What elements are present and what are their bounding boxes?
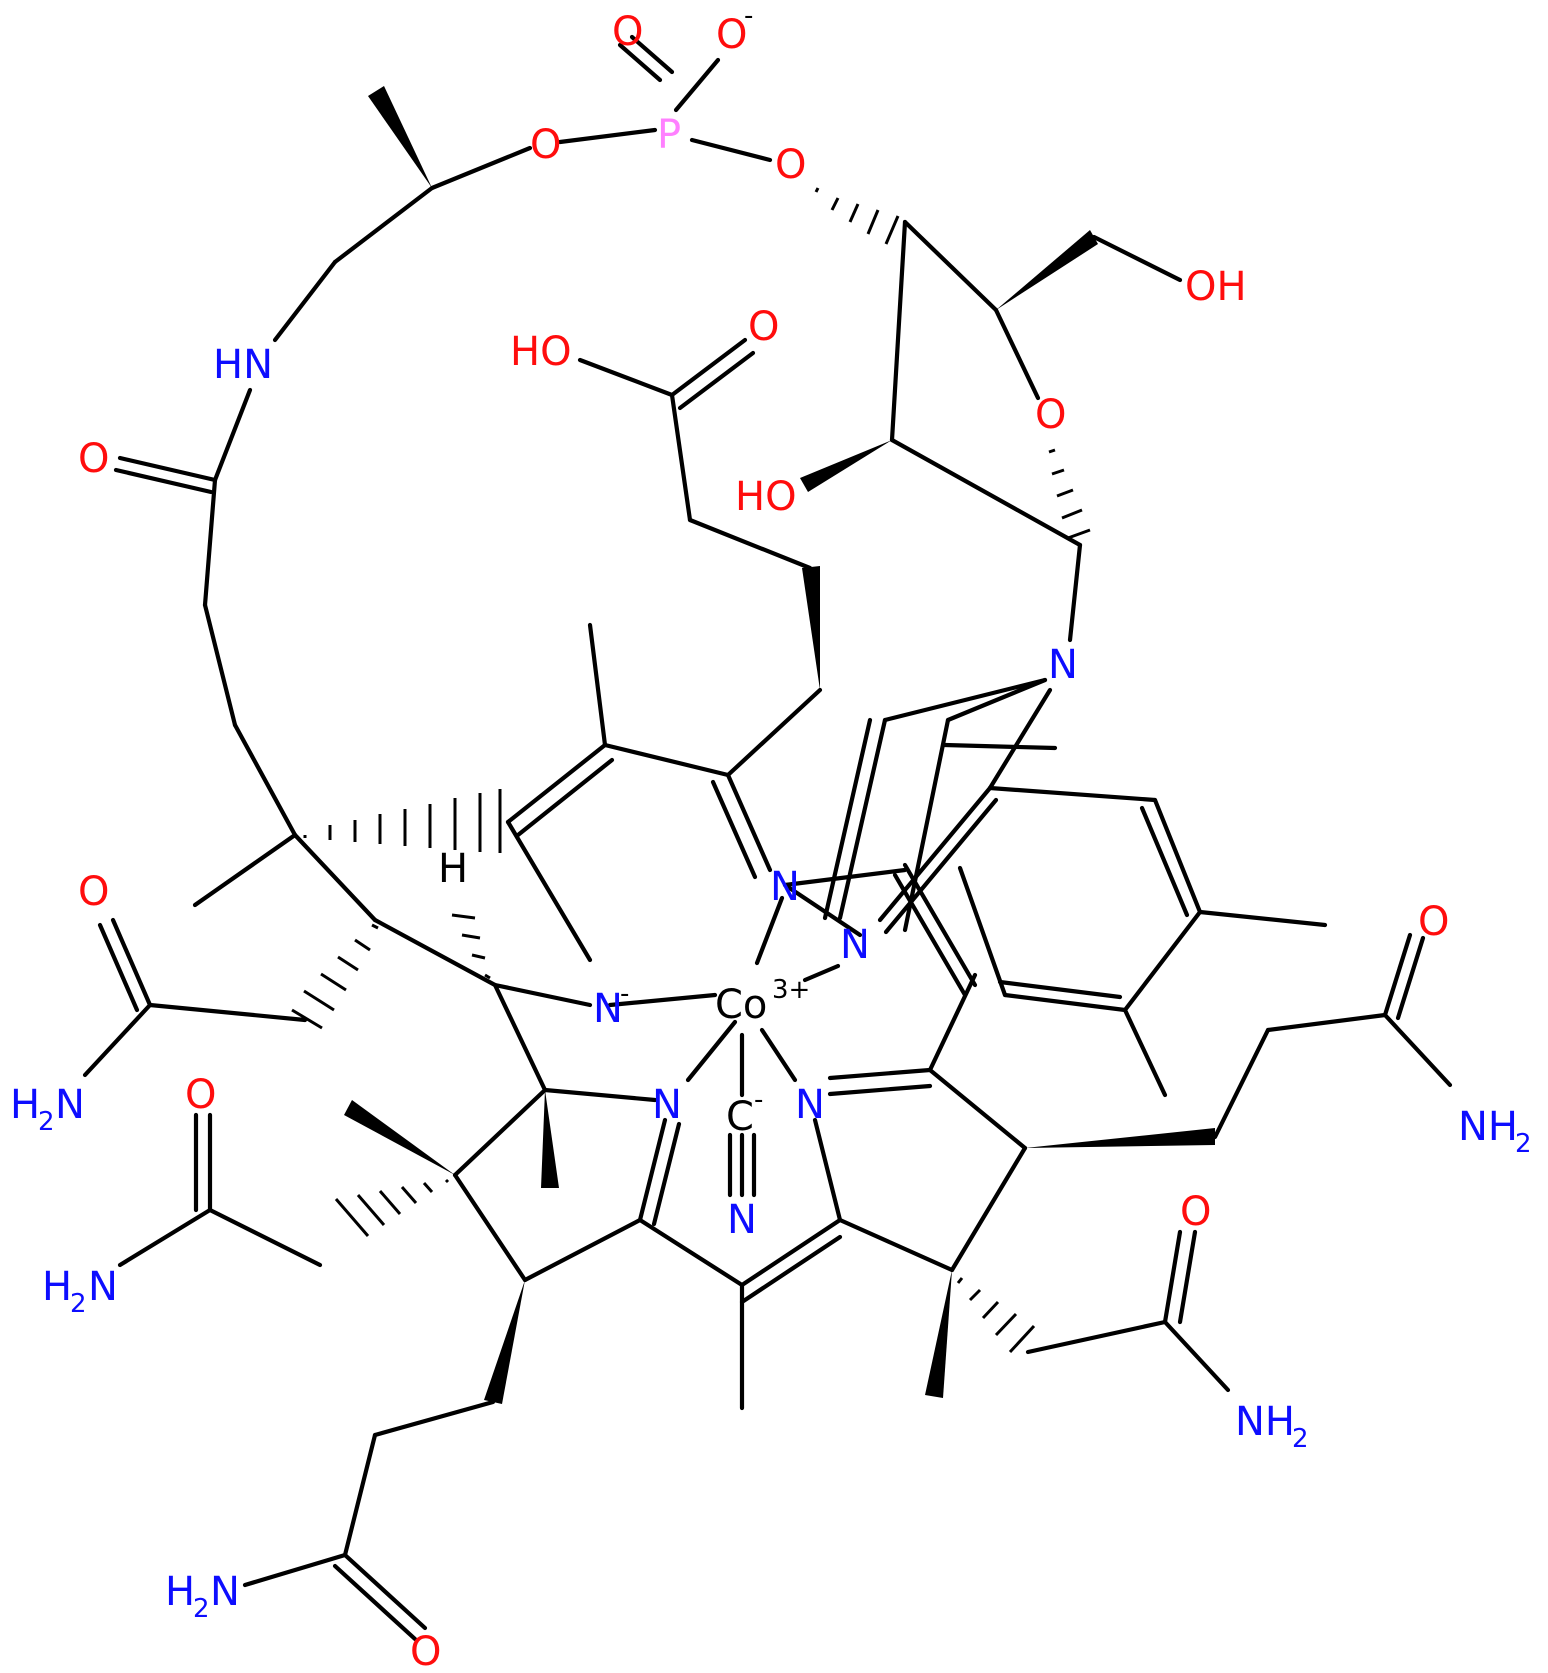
atom-n-benz: N [1048, 642, 1078, 688]
atom-n-benz2: N [840, 922, 870, 968]
atom-hn: HN [213, 342, 273, 388]
charge-cn: - [754, 1085, 763, 1115]
atom-nh2-a-n: N [55, 1082, 85, 1128]
atom-phosphorus: P [657, 112, 681, 158]
bonds [82, 34, 1453, 1642]
charge-co: 3+ [772, 975, 810, 1005]
atom-o-ester-left: O [530, 122, 561, 168]
hash-bond-3 [814, 187, 900, 245]
atom-n-left-low: N [652, 1082, 682, 1128]
atom-o-c: O [1418, 899, 1449, 945]
atom-cobalt: Co [715, 982, 767, 1028]
atom-n-minus: N [593, 986, 623, 1032]
atom-nh2-e-sub: 2 [193, 1594, 210, 1624]
atom-labels: O O - P O O OH HO O O HO HN O N N N N - … [10, 1, 1532, 1673]
charge-o-minus: - [744, 1, 753, 31]
atom-nh2-b-h: H [42, 1264, 72, 1310]
atom-ho-acid: HO [510, 329, 572, 375]
atom-ho-sugar: HO [735, 474, 797, 520]
atom-n-pyr-top: N [770, 864, 800, 910]
atom-o-b: O [185, 1072, 216, 1118]
atom-nh2-a-sub: 2 [38, 1107, 55, 1137]
atom-nh2-b-sub: 2 [70, 1289, 87, 1319]
atom-n-right-low: N [795, 1082, 825, 1128]
atom-nh2-c: NH [1458, 1104, 1518, 1150]
atom-nh2-a-h: H [10, 1082, 40, 1128]
hash-bond-5 [451, 913, 491, 980]
atom-nh2-c-sub: 2 [1515, 1129, 1532, 1159]
hash-bond-7 [956, 1277, 1036, 1354]
atom-o-e: O [410, 1629, 441, 1673]
atom-o-amide-left: O [78, 436, 109, 482]
atom-nh2-b-n: N [88, 1264, 118, 1310]
atom-o-ester-right: O [775, 142, 806, 188]
atom-oh-right: OH [1185, 264, 1247, 310]
atom-cn-carbon: C [726, 1094, 754, 1140]
hash-bond-4 [1048, 448, 1091, 540]
atom-o-acid: O [748, 304, 779, 350]
atom-o-phos-double: O [612, 9, 643, 55]
atom-o-phos-minus: O [716, 12, 747, 58]
charge-n-minus: - [620, 979, 629, 1009]
hash-bond-1 [303, 789, 502, 853]
atom-cn-nitrogen: N [727, 1197, 757, 1243]
atom-o-a: O [78, 869, 109, 915]
atom-o-ring: O [1035, 392, 1066, 438]
atom-h-stereo: H [438, 846, 468, 892]
atom-nh2-e-h: H [165, 1569, 195, 1615]
hash-bond-6 [334, 1178, 450, 1237]
atom-o-d: O [1180, 1189, 1211, 1235]
atom-nh2-e-n: N [210, 1569, 240, 1615]
atom-nh2-d: NH [1235, 1399, 1295, 1445]
atom-nh2-d-sub: 2 [1292, 1424, 1309, 1454]
hash-bond-2 [291, 923, 379, 1030]
